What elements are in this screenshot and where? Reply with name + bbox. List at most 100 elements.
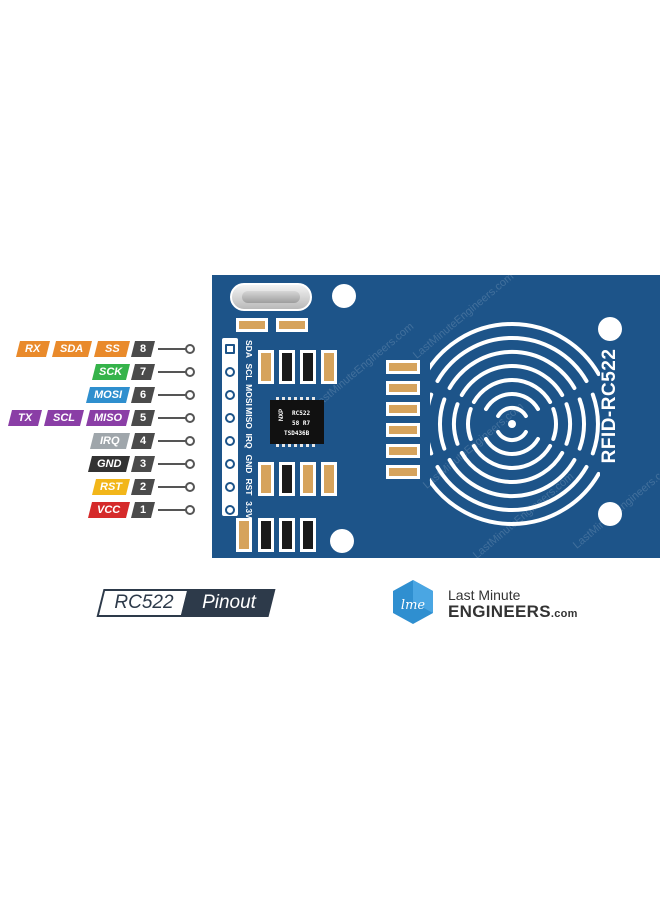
pin-function-tag: GND — [88, 456, 130, 472]
header-pin — [225, 505, 235, 515]
smd-capacitor — [300, 462, 316, 496]
pin-function-tag: SDA — [52, 341, 92, 357]
antenna-arc — [496, 405, 528, 418]
pin-number-label: 1 — [139, 504, 147, 516]
header-pin — [225, 344, 235, 354]
brand-name: ENGINEERS — [448, 602, 551, 621]
smd-capacitor — [386, 465, 420, 479]
pin-number-label: 2 — [139, 481, 147, 493]
pin-row: IRQ 4 — [0, 433, 200, 449]
rc522-chip: NXP RC522 58 R7 TSD436B — [270, 397, 324, 447]
pin-number: 4 — [131, 433, 155, 449]
pin-lead-line — [158, 463, 186, 465]
mounting-hole — [330, 529, 354, 553]
pin-function-label: VCC — [97, 504, 121, 516]
mounting-hole — [598, 502, 622, 526]
antenna-arc — [459, 451, 565, 484]
pin-lead-line — [158, 417, 186, 419]
mounting-hole — [598, 317, 622, 341]
pin-function-tag: TX — [8, 410, 42, 426]
pin-number-label: 8 — [139, 343, 147, 355]
pin-function-label: RX — [25, 343, 41, 355]
pin-function-label: SS — [104, 343, 120, 355]
smd-capacitor — [321, 350, 337, 384]
pin-lead-line — [158, 486, 186, 488]
smd-capacitor — [386, 381, 420, 395]
antenna-arc — [590, 392, 600, 456]
pin-row: GND 3 — [0, 456, 200, 472]
chip-marking-2: 58 R7 — [292, 420, 311, 427]
antenna-arc — [447, 458, 577, 499]
pin-number: 7 — [131, 364, 155, 380]
svg-text:lme: lme — [401, 598, 425, 613]
antenna-arc — [435, 335, 589, 383]
chip-marking-3: TSD436B — [284, 430, 310, 437]
smd-capacitor — [386, 423, 420, 437]
title-part: RC522 — [114, 592, 174, 613]
antenna-arc — [430, 322, 600, 376]
brand-logo-icon: lme — [393, 580, 433, 624]
pin-number: 3 — [131, 456, 155, 472]
smd-capacitor — [386, 402, 420, 416]
antenna-arc — [435, 465, 589, 513]
pin-lead-dot — [185, 482, 195, 492]
smd-resistor — [258, 518, 274, 552]
pin-function-tag: MOSI — [86, 387, 130, 403]
pin-number-label: 3 — [139, 458, 147, 470]
pin-number: 5 — [131, 410, 155, 426]
pin-lead-line — [158, 394, 186, 396]
silkscreen-pin-names: SDA SCL MOSI MISO IRQ GND RST 3.3V — [242, 338, 256, 519]
antenna-arc — [437, 397, 447, 451]
brand-line2: ENGINEERS.com — [448, 602, 578, 622]
pin-lead-dot — [185, 505, 195, 515]
smd-capacitor — [258, 350, 274, 384]
pin-lead-dot — [185, 459, 195, 469]
antenna-arc — [471, 378, 553, 404]
pin-lead-dot — [185, 413, 195, 423]
antenna-arc — [430, 472, 600, 526]
pin-lead-line — [158, 371, 186, 373]
antenna-arc — [471, 444, 553, 470]
pin-function-tag: RST — [92, 479, 130, 495]
smd-resistor — [300, 350, 316, 384]
pin-function-label: MOSI — [93, 389, 123, 401]
pin-lead-dot — [185, 344, 195, 354]
smd-capacitor — [258, 462, 274, 496]
pin-row: MISO SCL TX 5 — [0, 410, 200, 426]
antenna-arc — [466, 407, 473, 441]
antenna-arc — [430, 392, 434, 456]
pin-lead-line — [158, 348, 186, 350]
pin-function-tag: RX — [16, 341, 50, 357]
antenna-arc — [459, 364, 565, 397]
chip-marking-1: RC522 — [292, 410, 311, 417]
pin-function-label: TX — [17, 412, 33, 424]
antenna-arc — [452, 402, 460, 446]
smd-resistor — [279, 350, 295, 384]
pin-lead-line — [158, 440, 186, 442]
smd-capacitor — [236, 518, 252, 552]
pin-function-tag: IRQ — [90, 433, 130, 449]
antenna-arc — [577, 397, 587, 451]
pin-row: VCC 1 — [0, 502, 200, 518]
pin-function-label: SCL — [53, 412, 75, 424]
header-pin — [225, 367, 235, 377]
brand-line1: Last Minute — [448, 587, 521, 603]
pin-function-label: MISO — [93, 412, 123, 424]
antenna-arc — [551, 407, 558, 441]
pin-lead-dot — [185, 390, 195, 400]
pin-number: 8 — [131, 341, 155, 357]
smd-capacitor — [276, 318, 308, 332]
pin-function-tag: SCL — [44, 410, 84, 426]
title-word: Pinout — [202, 592, 256, 613]
antenna-arc — [484, 437, 540, 457]
silkscreen-3v3: 3.3V — [244, 501, 254, 519]
pin-number: 2 — [131, 479, 155, 495]
board-label: RFID-RC522 — [599, 348, 620, 464]
pin-function-tag: MISO — [86, 410, 130, 426]
pin-function-label: SDA — [60, 343, 84, 355]
pin-number-label: 5 — [139, 412, 147, 424]
pin-function-label: IRQ — [100, 435, 120, 447]
header-pin — [225, 459, 235, 469]
